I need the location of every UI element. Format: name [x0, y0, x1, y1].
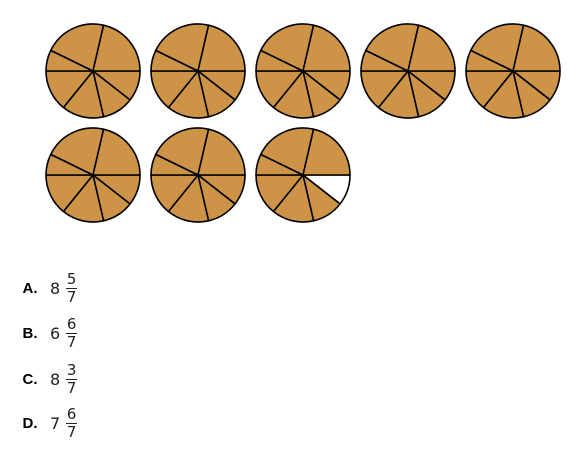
- option-numerator: 5: [66, 269, 77, 288]
- pie: [150, 127, 246, 223]
- pie-slice-shaded: [154, 23, 210, 72]
- option-c[interactable]: C. 8 3 7: [16, 359, 216, 399]
- pie: [150, 23, 246, 119]
- option-whole-number: 6: [50, 323, 61, 343]
- fraction-bar: [66, 422, 78, 424]
- pie-slice-shaded: [302, 128, 351, 176]
- pie-figure: [45, 23, 561, 223]
- option-d[interactable]: D. 7 6 7: [16, 403, 216, 443]
- pie-slice-shaded: [92, 128, 141, 176]
- option-a[interactable]: A. 8 5 7: [16, 268, 216, 308]
- option-whole-number: 7: [50, 413, 61, 433]
- option-denominator: 7: [66, 287, 77, 306]
- pie-slice-shaded: [197, 128, 246, 176]
- option-b[interactable]: B. 6 6 7: [16, 313, 216, 353]
- pie: [255, 127, 351, 223]
- pie-slice-shaded: [512, 24, 561, 72]
- pie-slice-shaded: [407, 24, 456, 72]
- option-fraction: 3 7: [66, 360, 78, 397]
- option-fraction: 6 7: [66, 404, 78, 441]
- option-denominator: 7: [66, 422, 77, 441]
- pie: [360, 23, 456, 119]
- pie-slice-shaded: [259, 127, 315, 176]
- pie-slice-shaded: [302, 24, 351, 72]
- option-letter: D.: [22, 414, 38, 432]
- option-letter: A.: [22, 279, 38, 297]
- option-letter: C.: [22, 370, 38, 388]
- pie-slice-shaded: [197, 24, 246, 72]
- pie: [255, 23, 351, 119]
- option-whole-number: 8: [50, 369, 61, 389]
- fraction-bar: [66, 332, 78, 334]
- option-whole-number: 8: [50, 278, 61, 298]
- option-fraction: 6 7: [66, 314, 78, 351]
- pie-slice-shaded: [49, 127, 105, 176]
- pie-slice-shaded: [469, 23, 525, 72]
- option-fraction: 5 7: [66, 269, 78, 306]
- pie-slice-shaded: [259, 23, 315, 72]
- pie-slice-shaded: [154, 127, 210, 176]
- pie: [45, 127, 141, 223]
- option-numerator: 6: [66, 314, 77, 333]
- pie-slice-shaded: [364, 23, 420, 72]
- option-numerator: 3: [66, 360, 77, 379]
- fraction-bar: [66, 287, 78, 289]
- pie-slice-shaded: [92, 24, 141, 72]
- option-denominator: 7: [66, 332, 77, 351]
- pie-slice-shaded: [49, 23, 105, 72]
- pie: [45, 23, 141, 119]
- fraction-bar: [66, 378, 78, 380]
- pie: [465, 23, 561, 119]
- option-numerator: 6: [66, 404, 77, 423]
- option-letter: B.: [22, 324, 38, 342]
- option-denominator: 7: [66, 378, 77, 397]
